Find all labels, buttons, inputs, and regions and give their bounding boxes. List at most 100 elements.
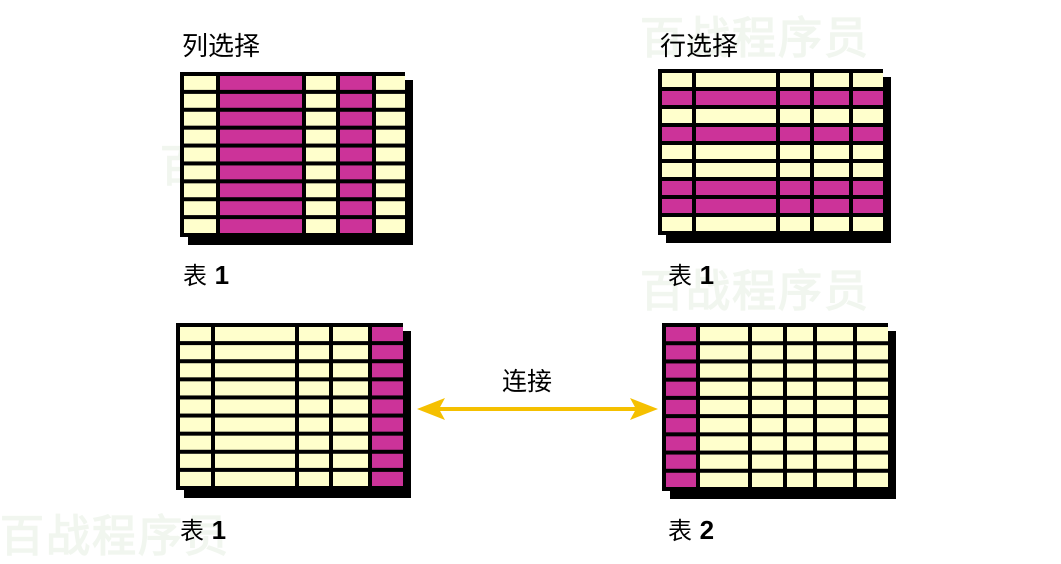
table-cell [787,472,813,487]
highlighted-cell [853,199,883,213]
table-cell [376,183,405,198]
highlighted-cell [780,181,810,195]
highlighted-cell [666,472,696,487]
table-cell [215,453,295,468]
table-cell [752,327,783,342]
table-cell [752,454,783,469]
highlighted-cell [220,129,302,144]
table-cell [857,327,888,342]
highlighted-cell [372,417,403,432]
highlighted-cell [662,199,692,213]
table-cell [814,109,849,123]
table-cell [752,363,783,378]
table-cell [306,201,336,216]
highlighted-cell [666,345,696,360]
table-cell [853,109,883,123]
highlighted-cell [340,111,372,126]
highlighted-cell [853,181,883,195]
highlighted-cell [780,127,810,141]
table-cell [787,418,813,433]
table-cell [752,418,783,433]
table-cell [700,381,748,396]
table-cell [215,471,295,486]
table-cell [333,417,368,432]
table-cell [857,345,888,360]
table-cell [180,381,211,396]
table-cell [857,381,888,396]
highlighted-cell [340,165,372,180]
table-cell [787,381,813,396]
table-cell [376,76,405,90]
table-cell [333,327,368,342]
highlighted-cell [666,399,696,415]
table-cell [700,436,748,451]
table-cell [857,436,888,451]
table-cell [817,472,853,487]
highlighted-cell [780,199,810,213]
table-cell [662,217,692,231]
table-cell [299,399,329,414]
table-cell [817,345,853,360]
table-cell [814,145,849,159]
highlighted-cell [220,111,302,126]
table-cell [180,417,211,432]
table-cell [857,418,888,433]
table-cell [299,345,329,360]
table-cell [857,363,888,378]
table-cell [215,399,295,414]
highlighted-cell [340,76,372,90]
table-cell [376,165,405,180]
highlighted-cell [814,91,849,105]
highlighted-cell [666,327,696,342]
highlighted-cell [853,127,883,141]
highlighted-cell [220,147,302,162]
table-cell [306,219,336,233]
highlighted-cell [814,199,849,213]
highlighted-cell [372,399,403,414]
table-cell [700,418,748,433]
highlighted-cell [372,435,403,450]
table-cell [333,435,368,450]
join-double-arrow-icon [417,398,658,420]
table-cell [299,417,329,432]
table-cell [184,129,216,144]
table-cell [814,163,849,177]
table-cell [817,399,853,415]
table-cell [184,147,216,162]
table-cell [184,183,216,198]
highlighted-cell [666,418,696,433]
highlighted-cell [220,219,302,233]
highlighted-cell [666,363,696,378]
table-cell [780,145,810,159]
table-cell [857,472,888,487]
table-caption: 表 1 [183,260,230,290]
table-caption: 表 1 [180,515,227,545]
table-cell [787,399,813,415]
table-cell [853,73,883,87]
table-caption: 表 1 [668,260,715,290]
table-cell [376,219,405,233]
table-cell [700,454,748,469]
table-cell [696,217,776,231]
table-cell [752,436,783,451]
table-cell [180,453,211,468]
table-cell [333,453,368,468]
table-cell [696,109,776,123]
table-cell [817,418,853,433]
table-cell [787,436,813,451]
table-column-selection [180,72,413,245]
table-cell [299,327,329,342]
table-cell [306,76,336,90]
highlighted-cell [220,165,302,180]
table-cell [215,345,295,360]
table-cell [853,217,883,231]
table-cell [787,454,813,469]
table-cell [696,73,776,87]
table-cell [306,93,336,108]
table-cell [857,454,888,469]
highlighted-cell [666,381,696,396]
highlighted-cell [666,454,696,469]
table-cell [299,381,329,396]
table-join-right [662,323,896,499]
table-cell [752,472,783,487]
